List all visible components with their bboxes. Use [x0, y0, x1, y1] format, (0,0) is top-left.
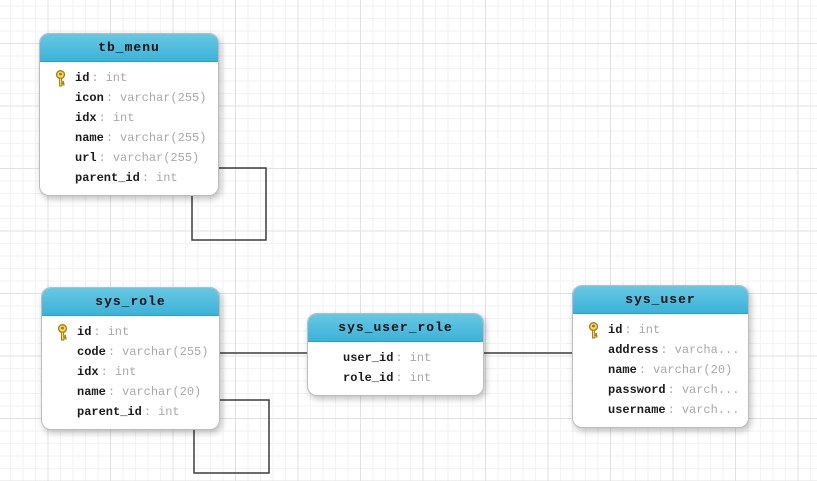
field-row-url[interactable]: url: varchar(255) [45, 148, 213, 168]
field-name: icon [75, 91, 104, 105]
field-name: address [608, 343, 659, 357]
field-type: int [638, 323, 661, 337]
table-title[interactable]: tb_menu [40, 34, 218, 62]
relationship-connector[interactable] [191, 167, 267, 241]
field-row-parent_id[interactable]: parent_id: int [45, 168, 213, 188]
primary-key-icon-cell [47, 323, 77, 341]
field-name: url [75, 151, 97, 165]
table-title[interactable]: sys_role [42, 288, 219, 316]
field-name: parent_id [77, 405, 142, 419]
field-type: varchar(255) [122, 345, 209, 359]
table-title[interactable]: sys_user_role [308, 314, 483, 342]
field-separator: : [107, 345, 116, 359]
field-row-name[interactable]: name: varchar(20) [578, 360, 743, 380]
field-row-user_id[interactable]: user_id: int [313, 348, 478, 368]
field-separator: : [624, 323, 632, 337]
field-row-code[interactable]: code: varchar(255) [47, 342, 214, 362]
field-row-id[interactable]: id: int [578, 320, 743, 340]
field-name: parent_id [75, 171, 140, 185]
field-type: int [107, 325, 130, 339]
field-type: int [409, 351, 432, 365]
field-row-address[interactable]: address: varcha... [578, 340, 743, 360]
field-row-name[interactable]: name: varchar(20) [47, 382, 214, 402]
field-separator: : [143, 405, 152, 419]
field-separator: : [638, 363, 647, 377]
field-separator: : [91, 71, 99, 85]
field-separator: : [395, 371, 403, 385]
primary-key-icon-cell [45, 69, 75, 87]
field-separator: : [98, 151, 106, 165]
field-type: varchar(20) [653, 363, 733, 377]
field-row-name[interactable]: name: varchar(255) [45, 128, 213, 148]
field-row-icon[interactable]: icon: varchar(255) [45, 88, 213, 108]
field-row-parent_id[interactable]: parent_id: int [47, 402, 214, 422]
field-row-role_id[interactable]: role_id: int [313, 368, 478, 388]
table-field-list: id: int address: varcha... name: varchar(20) p… [573, 314, 748, 427]
field-name: idx [75, 111, 97, 125]
field-type: int [156, 171, 178, 185]
field-row-password[interactable]: password: varch... [578, 380, 743, 400]
field-type: varcha... [674, 343, 740, 357]
field-name: id [77, 325, 92, 339]
field-name: name [77, 385, 106, 399]
field-type: int [105, 71, 128, 85]
field-separator: : [93, 325, 101, 339]
field-row-idx[interactable]: idx: int [47, 362, 214, 382]
field-type: varch... [681, 383, 740, 397]
field-type: varchar(255) [120, 91, 207, 105]
field-separator: : [395, 351, 403, 365]
field-row-idx[interactable]: idx: int [45, 108, 213, 128]
field-separator: : [100, 365, 108, 379]
primary-key-icon [55, 69, 65, 86]
field-row-id[interactable]: id: int [45, 68, 213, 88]
field-name: username [608, 403, 666, 417]
table-card-sys_user_role[interactable]: sys_user_role user_id: int role_id: int [307, 313, 484, 396]
relationship-connector[interactable] [193, 399, 270, 474]
field-name: name [608, 363, 637, 377]
field-name: name [75, 131, 104, 145]
field-type: int [112, 111, 135, 125]
primary-key-icon [57, 323, 67, 340]
field-separator: : [107, 385, 116, 399]
field-name: user_id [343, 351, 394, 365]
field-type: varchar(20) [122, 385, 202, 399]
field-separator: : [660, 343, 668, 357]
field-type: varchar(255) [120, 131, 207, 145]
field-name: id [608, 323, 623, 337]
field-name: id [75, 71, 90, 85]
field-separator: : [105, 91, 114, 105]
field-type: int [114, 365, 137, 379]
field-separator: : [141, 171, 150, 185]
field-type: varchar(255) [112, 151, 200, 165]
field-name: idx [77, 365, 99, 379]
table-title[interactable]: sys_user [573, 286, 748, 314]
primary-key-icon-cell [578, 321, 608, 339]
field-name: code [77, 345, 106, 359]
field-separator: : [105, 131, 114, 145]
field-type: int [158, 405, 180, 419]
field-separator: : [667, 383, 675, 397]
field-row-id[interactable]: id: int [47, 322, 214, 342]
field-separator: : [98, 111, 106, 125]
table-field-list: user_id: int role_id: int [308, 342, 483, 395]
primary-key-icon [588, 321, 598, 338]
field-type: varch... [681, 403, 740, 417]
field-separator: : [667, 403, 675, 417]
field-name: role_id [343, 371, 394, 385]
field-type: int [409, 371, 432, 385]
field-row-username[interactable]: username: varch... [578, 400, 743, 420]
field-name: password [608, 383, 666, 397]
